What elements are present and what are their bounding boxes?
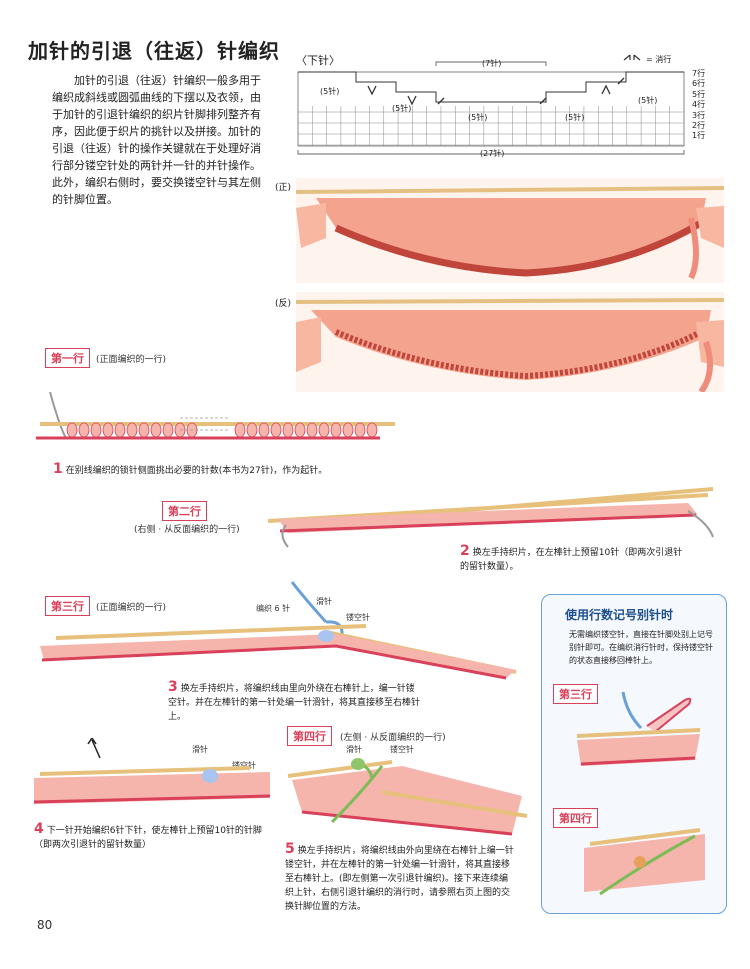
- step-2-number: 2: [460, 543, 470, 559]
- step-3-text: 换左手持织片，将编织线由里向外绕在右棒针上，编一针镂空针。并在左棒针的第一针处编…: [168, 684, 421, 722]
- row-label-6: 6行: [692, 79, 706, 89]
- intro-paragraph: 加针的引退（往返）针编织一般多用于编织成斜线或圆弧曲线的下摆以及衣领，由于加针的…: [52, 74, 261, 206]
- page-title: 加针的引退（往返）针编织: [28, 39, 280, 63]
- count-right: (5针): [638, 96, 658, 105]
- tag-row1: 第一行: [45, 348, 90, 368]
- note-row2: (右侧 · 从反面编织的一行): [134, 525, 240, 535]
- label-slip: 滑针: [316, 597, 332, 606]
- row-label-1: 1行: [692, 131, 706, 141]
- label-slip2: 滑针: [192, 745, 208, 754]
- sidebox-tag-row3: 第三行: [553, 684, 598, 704]
- tag-row4: 第四行: [287, 726, 332, 746]
- tag-row2: 第二行: [162, 501, 207, 521]
- illustration-row2: [268, 487, 714, 548]
- illustration-step5: [287, 758, 528, 836]
- count-mid: (5针): [468, 113, 488, 122]
- row-label-2: 2行: [692, 121, 706, 131]
- step-3-number: 3: [168, 679, 178, 695]
- row-label-3: 3行: [692, 110, 706, 120]
- note-row4: (左侧 · 从反面编织的一行): [340, 733, 446, 743]
- sidebox-illustration-row4: [584, 828, 705, 896]
- sidebox-tag-row4: 第四行: [553, 808, 598, 828]
- note-row3: (正面编织的一行): [96, 603, 167, 613]
- sidebox-text: 无需编织镂空针，直接在针脚处别上记号别针即可。在编织消行针时，保持镂空针的状态直…: [569, 630, 713, 665]
- step-4-number: 4: [34, 821, 44, 837]
- photo-back: [296, 292, 724, 392]
- page-number: 80: [37, 918, 53, 932]
- label-knit6: 编织 6 针: [256, 604, 291, 613]
- chart-legend: = 消行: [646, 55, 672, 64]
- step-4-text: 下一针开始编织6针下针，使左棒针上预留10针的针脚（即两次引退针的留针数量）: [34, 826, 262, 850]
- label-yo2: 镂空针: [232, 761, 256, 770]
- photo-front-label: (正): [275, 183, 292, 193]
- note-row1: (正面编织的一行): [96, 355, 167, 365]
- knitting-chart: [297, 61, 685, 155]
- label-yo3: 镂空针: [390, 745, 414, 754]
- count-bottom: (27针): [480, 149, 505, 158]
- tag-row3: 第三行: [45, 596, 90, 616]
- count-left-mid: (5针): [392, 104, 412, 113]
- photo-back-label: (反): [275, 299, 292, 309]
- sidebox-illustration-row3: [576, 691, 701, 766]
- decrease-symbol-icon: [623, 54, 641, 61]
- sidebox-title: 使用行数记号别针时: [565, 608, 674, 622]
- count-left: (5针): [320, 87, 340, 96]
- count-right-mid: (5针): [565, 113, 585, 122]
- row-numbers: 7行 6行 5行 4行 3行 2行 1行: [692, 69, 705, 142]
- row-label-7: 7行: [692, 69, 706, 78]
- illustration-row3: [40, 581, 517, 680]
- label-slip3: 滑针: [346, 745, 362, 754]
- illustration-step4: [33, 738, 271, 804]
- step-1-text: 在别线编织的锁针侧面挑出必要的针数(本书为27针)，作为起针。: [65, 466, 328, 476]
- chart-heading: 〈下针〉: [296, 54, 340, 67]
- step-1-number: 1: [53, 461, 63, 477]
- row-label-5: 5行: [692, 89, 706, 99]
- illustration-row1: [36, 391, 395, 440]
- step-5-text: 换左手持织片，将编织线由外向里绕在右棒针上编一针镂空针，并在左棒针的第一针处编一…: [285, 846, 514, 912]
- count-top: (7针): [482, 59, 502, 68]
- step-2-text: 换左手持织片，在左棒针上预留10针（即两次引退针的留针数量）。: [460, 548, 683, 572]
- step-5-number: 5: [285, 841, 295, 857]
- label-yo: 镂空针: [346, 613, 370, 622]
- photo-front: [296, 178, 724, 283]
- row-label-4: 4行: [692, 100, 706, 110]
